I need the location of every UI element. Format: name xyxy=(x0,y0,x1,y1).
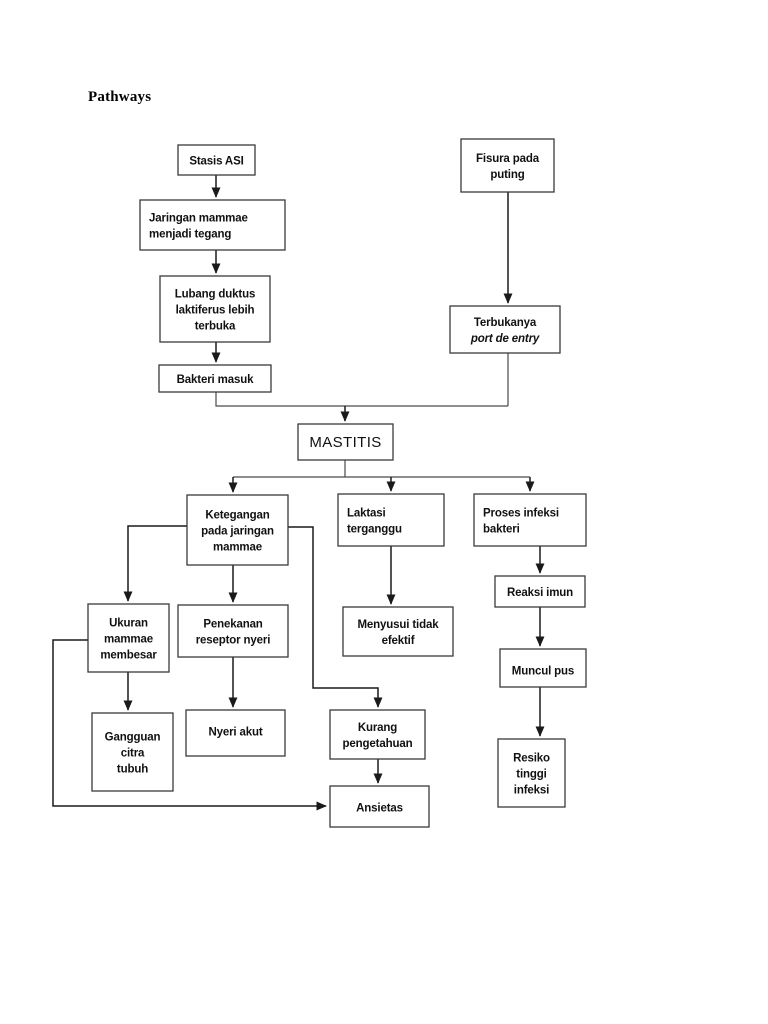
flow-node-ansietas[interactable]: Ansietas xyxy=(329,785,430,828)
node-outline xyxy=(177,144,256,176)
node-outline xyxy=(87,603,170,673)
edge-layer xyxy=(52,175,545,811)
flow-node-fisura-puting[interactable]: Fisura pada puting xyxy=(460,138,555,193)
node-outline xyxy=(449,305,561,354)
flow-node-gangguan-citra-tubuh[interactable]: Gangguan citra tubuh xyxy=(91,712,174,792)
node-label-line: Penekanan xyxy=(203,618,262,630)
node-label-line: Gangguan xyxy=(105,731,161,743)
node-label-line: Reaksi imun xyxy=(507,587,573,599)
node-label-line: Lubang duktus xyxy=(175,288,255,300)
flow-node-proses-infeksi[interactable]: Proses infeksi bakteri xyxy=(473,493,587,547)
node-label-line: puting xyxy=(490,169,524,181)
node-label-line: laktiferus lebih xyxy=(176,304,255,316)
flow-node-kurang-pengetahuan[interactable]: Kurang pengetahuan xyxy=(329,709,426,760)
node-label-line: Jaringan mammae xyxy=(149,212,248,224)
flow-connector xyxy=(52,639,327,811)
node-label-line: tubuh xyxy=(117,763,148,775)
flow-node-jaringan-mammae[interactable]: Jaringan mammae menjadi tegang xyxy=(139,199,286,251)
node-label-line: Menyusui tidak xyxy=(358,619,440,631)
node-layer: Stasis ASI Jaringan mammae menjadi tegangL… xyxy=(87,138,587,828)
flow-connector xyxy=(123,525,187,602)
node-outline xyxy=(158,364,272,393)
node-label-line: Resiko xyxy=(513,752,550,764)
node-label-line: membesar xyxy=(100,649,157,661)
node-label-line: menjadi tegang xyxy=(149,228,231,240)
flow-connector xyxy=(215,392,508,407)
flow-node-penekanan-reseptor[interactable]: Penekanan reseptor nyeri xyxy=(177,604,289,658)
flow-node-menyusui-tidak-efektif[interactable]: Menyusui tidak efektif xyxy=(342,606,454,657)
node-label-line: Fisura pada xyxy=(476,153,540,165)
node-outline xyxy=(139,199,286,251)
flow-node-laktasi-terganggu[interactable]: Laktasi terganggu xyxy=(337,493,445,547)
node-label-line: Nyeri akut xyxy=(208,726,262,738)
node-label-line: terbuka xyxy=(195,320,236,332)
node-outline xyxy=(337,493,445,547)
flow-node-nyeri-akut[interactable]: Nyeri akut xyxy=(185,709,286,757)
node-label-line: port de entry xyxy=(470,333,540,345)
node-outline xyxy=(91,712,174,792)
flow-node-resiko-tinggi-infeksi[interactable]: Resiko tinggi infeksi xyxy=(497,738,566,808)
node-outline xyxy=(177,604,289,658)
flow-node-reaksi-imun[interactable]: Reaksi imun xyxy=(494,575,586,608)
node-outline xyxy=(460,138,555,193)
node-label-line: Bakteri masuk xyxy=(177,374,254,386)
node-label-line: Ketegangan xyxy=(205,509,269,521)
flow-node-muncul-pus[interactable]: Muncul pus xyxy=(499,648,587,688)
flow-node-terbukanya-port[interactable]: Terbukanya port de entry xyxy=(449,305,561,354)
node-label-line: Terbukanya xyxy=(474,317,537,329)
node-label-line: MASTITIS xyxy=(309,434,381,451)
node-outline xyxy=(186,494,289,566)
node-outline xyxy=(342,606,454,657)
node-label-line: reseptor nyeri xyxy=(196,634,271,646)
flow-node-mastitis[interactable]: MASTITIS xyxy=(297,423,394,461)
node-label-line: tinggi xyxy=(516,768,546,780)
node-outline xyxy=(329,785,430,828)
flow-node-ukuran-mammae[interactable]: Ukuran mammae membesar xyxy=(87,603,170,673)
flow-node-stasis-asi[interactable]: Stasis ASI xyxy=(177,144,256,176)
node-label-line: pengetahuan xyxy=(343,738,413,750)
node-label-line: citra xyxy=(121,747,145,759)
node-label-line: Laktasi xyxy=(347,507,386,519)
node-outline xyxy=(185,709,286,757)
node-label-line: pada jaringan xyxy=(201,525,274,537)
page-title: Pathways xyxy=(88,89,152,105)
node-outline xyxy=(473,493,587,547)
node-label-line: Ansietas xyxy=(356,802,403,814)
node-label-line: mammae xyxy=(104,633,153,645)
node-label-line: infeksi xyxy=(514,784,549,796)
flow-node-ketegangan[interactable]: Ketegangan pada jaringan mammae xyxy=(186,494,289,566)
node-outline xyxy=(499,648,587,688)
node-outline xyxy=(494,575,586,608)
node-outline xyxy=(159,275,271,343)
node-outline xyxy=(297,423,394,461)
node-label-line: Proses infeksi xyxy=(483,507,559,519)
node-label-line: efektif xyxy=(382,635,415,647)
flow-connector xyxy=(288,526,383,708)
flow-node-bakteri-masuk[interactable]: Bakteri masuk xyxy=(158,364,272,393)
node-label-line: Stasis ASI xyxy=(189,155,243,167)
node-label-line: terganggu xyxy=(347,523,402,535)
node-label-line: bakteri xyxy=(483,523,520,535)
node-label-line: Ukuran xyxy=(109,617,148,629)
node-label-line: mammae xyxy=(213,541,262,553)
node-outline xyxy=(497,738,566,808)
node-outline xyxy=(329,709,426,760)
flow-node-lubang-duktus[interactable]: Lubang duktus laktiferus lebih terbuka xyxy=(159,275,271,343)
node-label-line: Kurang xyxy=(358,722,397,734)
node-label-line: Muncul pus xyxy=(512,665,574,677)
